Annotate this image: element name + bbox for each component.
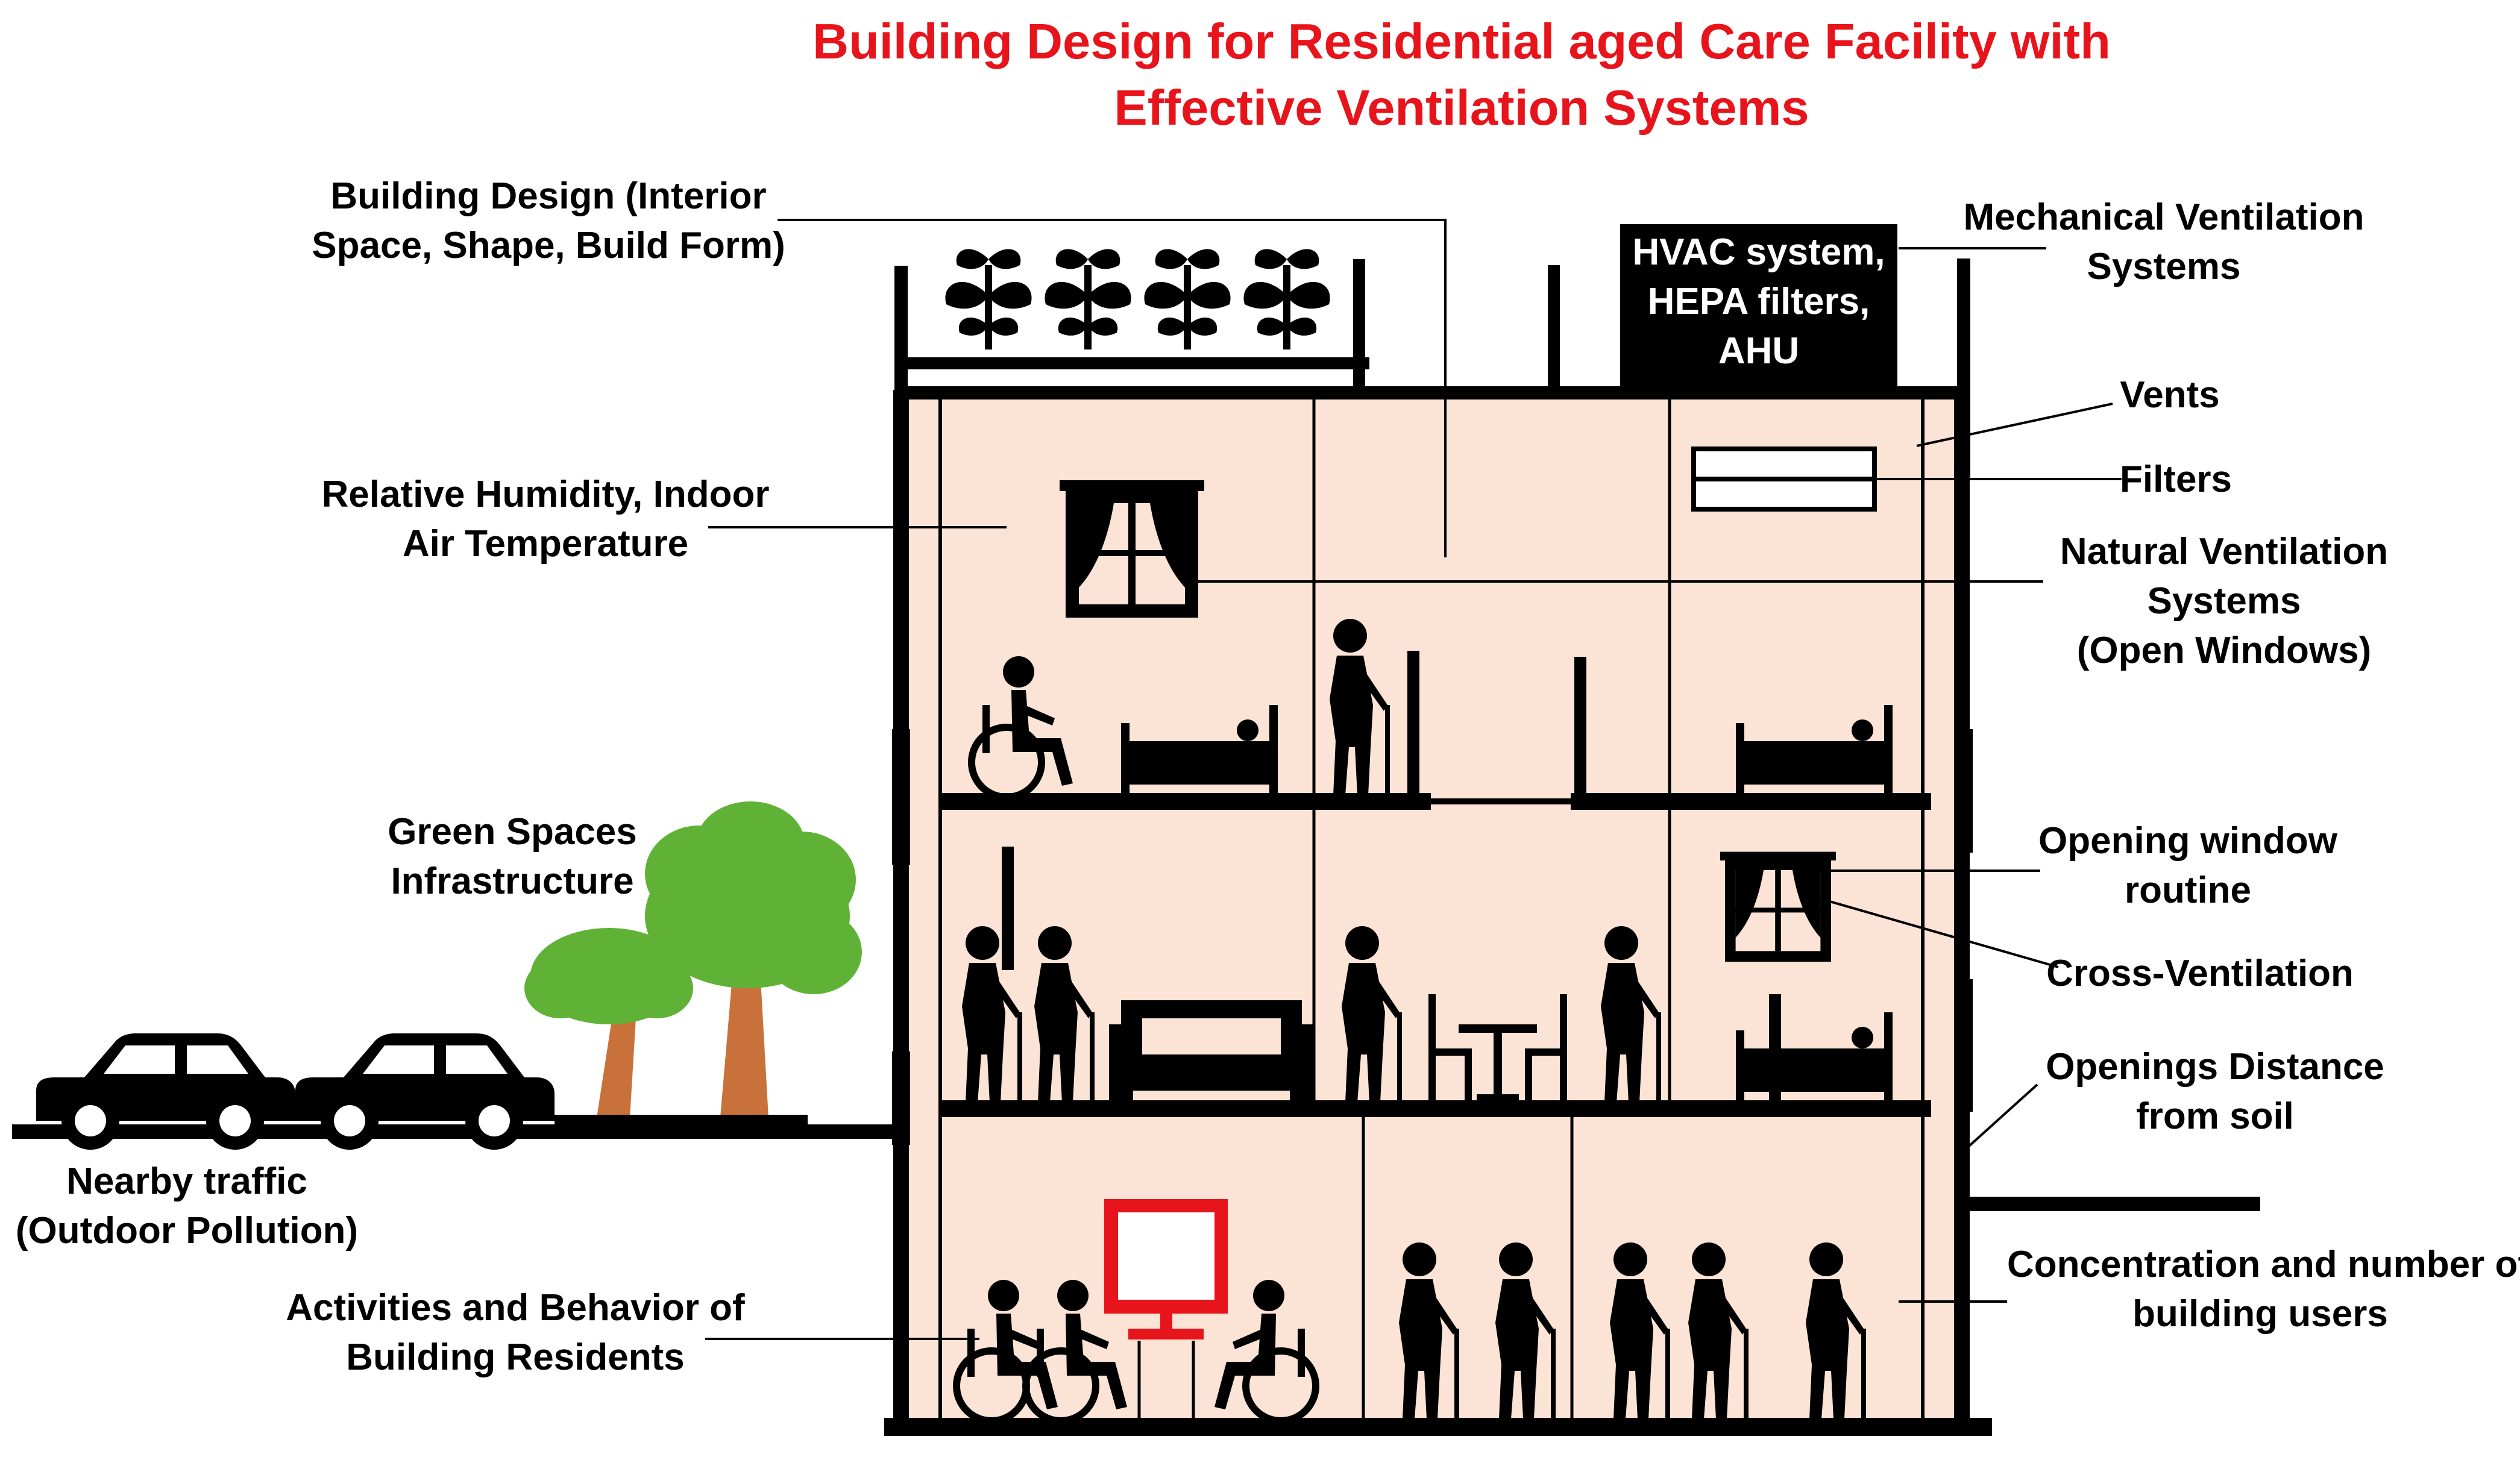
roof-garden <box>945 249 1330 349</box>
label-line: Natural Ventilation <box>2060 531 2389 572</box>
sofa-icon <box>1109 1000 1314 1103</box>
label-line: Space, Shape, Build Form) <box>312 225 785 266</box>
table-chairs-icon <box>1428 994 1567 1103</box>
label-line: Activities and Behavior of <box>286 1287 745 1329</box>
label-line: Nearby traffic <box>66 1161 307 1202</box>
label-line: Relative Humidity, Indoor <box>321 474 770 515</box>
label-concentration: Concentration and number of building use… <box>2007 1240 2520 1339</box>
label-line: Openings Distance <box>2046 1046 2384 1088</box>
label-line: Concentration and number of <box>2007 1244 2520 1285</box>
label-natural: Natural Ventilation Systems (Open Window… <box>2037 527 2411 675</box>
label-line: (Outdoor Pollution) <box>15 1210 359 1252</box>
plant-icon <box>1144 249 1231 349</box>
diagram-title: Building Design for Residential aged Car… <box>666 8 2257 141</box>
label-line: Systems <box>2087 246 2241 287</box>
title-line-2: Effective Ventilation Systems <box>1114 80 1809 136</box>
label-line: building users <box>2132 1293 2388 1335</box>
window-icon <box>1720 851 1836 962</box>
hvac-box <box>1620 224 1897 393</box>
hvac-line: AHU <box>1718 330 1800 372</box>
label-line: (Open Windows) <box>2076 630 2372 671</box>
tree-bed <box>555 1115 808 1128</box>
vent-icon <box>1691 446 1877 512</box>
title-line-1: Building Design for Residential aged Car… <box>812 13 2111 69</box>
label-mechanical: Mechanical Ventilation Systems <box>1953 193 2375 292</box>
label-line: Building Residents <box>346 1336 685 1378</box>
label-line: routine <box>2124 870 2252 911</box>
label-openings-distance: Openings Distance from soil <box>2016 1042 2414 1141</box>
label-cross-ventilation: Cross-Ventilation <box>2046 953 2354 994</box>
hvac-box-label: HVAC system, HEPA filters, AHU <box>1620 228 1897 376</box>
hvac-line: HVAC system, <box>1632 231 1885 273</box>
plant-icon <box>1045 249 1131 349</box>
label-line: Air Temperature <box>402 523 689 565</box>
label-opening-routine: Opening window routine <box>2007 816 2369 915</box>
hvac-line: HEPA filters, <box>1647 281 1870 322</box>
label-traffic: Nearby traffic (Outdoor Pollution) <box>6 1157 368 1256</box>
tree-icon <box>645 801 862 1118</box>
label-filters: Filters <box>2119 459 2232 500</box>
plant-icon <box>945 249 1032 349</box>
plant-icon <box>1243 249 1330 349</box>
label-building-design: Building Design (Interior Space, Shape, … <box>307 172 790 271</box>
leader-lines <box>705 219 2122 1340</box>
label-line: Systems <box>2147 580 2301 622</box>
label-line: Green Spaces <box>388 811 637 853</box>
window-icon <box>1060 480 1204 618</box>
label-vents: Vents <box>2120 374 2220 416</box>
label-line: Mechanical Ventilation <box>1963 196 2364 238</box>
tree-icon <box>524 928 693 1118</box>
tv-icon <box>1104 1199 1228 1419</box>
label-line: Infrastructure <box>391 860 634 902</box>
label-line: from soil <box>2136 1095 2294 1137</box>
label-activities: Activities and Behavior of Building Resi… <box>274 1283 756 1382</box>
label-humidity: Relative Humidity, Indoor Air Temperatur… <box>304 470 787 569</box>
ground-line <box>12 1124 2260 1211</box>
label-line: Building Design (Interior <box>330 175 767 217</box>
label-green-spaces: Green Spaces Infrastructure <box>331 807 693 906</box>
label-line: Opening window <box>2038 820 2337 862</box>
